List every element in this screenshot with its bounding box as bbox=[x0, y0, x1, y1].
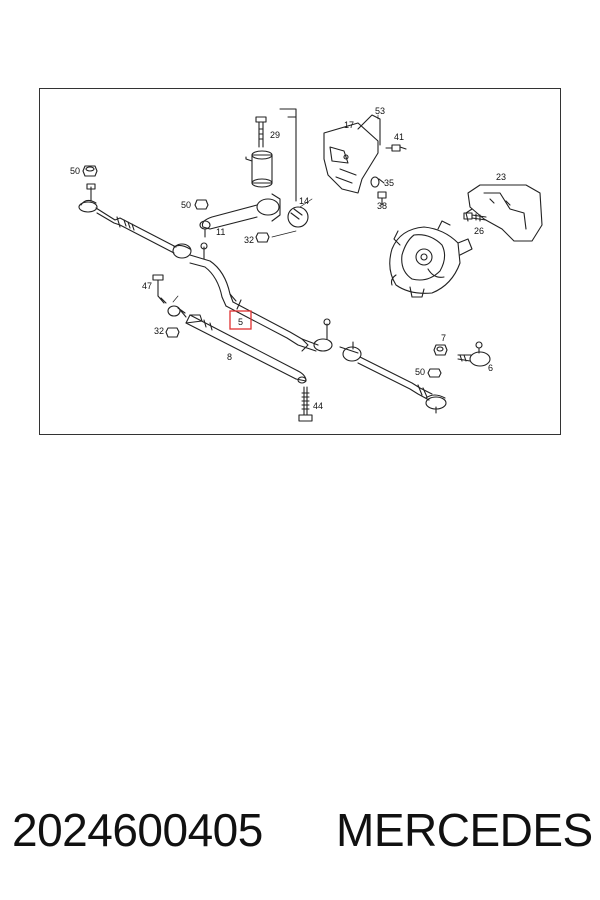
small-bolts bbox=[370, 144, 407, 206]
callout-47: 47 bbox=[142, 281, 152, 291]
bracket-17 bbox=[323, 114, 381, 194]
callout-7: 7 bbox=[441, 333, 446, 343]
callout-labels: 53 17 41 29 50 35 38 50 14 11 32 23 26 4… bbox=[70, 106, 506, 411]
steering-linkage-drawing: 53 17 41 29 50 35 38 50 14 11 32 23 26 4… bbox=[70, 106, 543, 422]
callout-50-idler: 50 bbox=[181, 200, 191, 210]
callout-23: 23 bbox=[496, 172, 506, 182]
callout-17: 17 bbox=[344, 120, 354, 130]
highlight-box-part-5 bbox=[229, 310, 252, 330]
callout-50-left: 50 bbox=[70, 166, 80, 176]
callout-50-right: 50 bbox=[415, 367, 425, 377]
callout-11: 11 bbox=[216, 227, 225, 237]
footer: 2024600405 MERCEDES bbox=[0, 800, 600, 860]
idler-arm-assembly bbox=[199, 108, 309, 238]
center-drag-link bbox=[189, 242, 333, 352]
right-tie-rod bbox=[339, 341, 447, 414]
callout-44: 44 bbox=[313, 401, 323, 411]
left-tie-rod bbox=[78, 183, 192, 259]
callout-41: 41 bbox=[394, 132, 404, 142]
callout-35: 35 bbox=[384, 178, 394, 188]
bolt-26 bbox=[463, 212, 487, 222]
callout-26: 26 bbox=[474, 226, 484, 236]
bolt-44 bbox=[298, 386, 313, 422]
leader-lines bbox=[172, 114, 379, 303]
callout-32-idler: 32 bbox=[244, 235, 254, 245]
tie-rod-end-6 bbox=[457, 341, 491, 367]
parts-diagram: 53 17 41 29 50 35 38 50 14 11 32 23 26 4… bbox=[39, 88, 561, 435]
callout-53: 53 bbox=[375, 106, 385, 116]
steering-gearbox bbox=[389, 220, 473, 298]
callout-5: 5 bbox=[238, 317, 243, 327]
callout-32-left: 32 bbox=[154, 326, 164, 336]
callout-8: 8 bbox=[227, 352, 232, 362]
steering-damper bbox=[152, 274, 307, 384]
callout-6: 6 bbox=[488, 363, 493, 373]
brand-name: MERCEDES bbox=[336, 804, 593, 856]
part-number: 2024600405 bbox=[12, 804, 263, 856]
callout-14: 14 bbox=[299, 196, 309, 206]
callout-38: 38 bbox=[377, 201, 387, 211]
nuts bbox=[82, 165, 448, 378]
callout-29: 29 bbox=[270, 130, 280, 140]
